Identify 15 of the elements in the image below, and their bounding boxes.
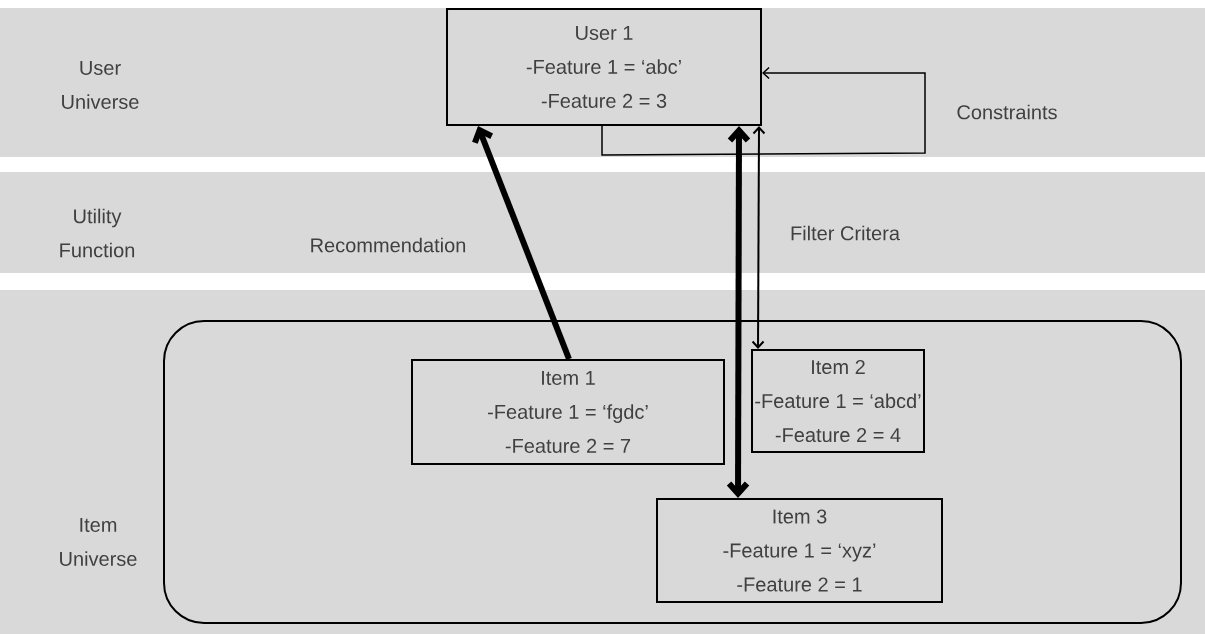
- feature-box: Item 1 -Feature 1 = ‘fgdc’ -Feature 2 = 7: [411, 359, 725, 465]
- arrow: [601, 66, 926, 156]
- arrow: [726, 126, 751, 498]
- band-label: Item Universe: [60, 518, 137, 566]
- feature-box: Item 3 -Feature 1 = ‘xyz’ -Feature 2 = 1: [656, 498, 943, 603]
- edge-label: Recommendation: [311, 237, 466, 253]
- band-label: Utility Function: [60, 208, 135, 258]
- edge-label: Constraints: [957, 104, 1057, 120]
- feature-box: Item 2 -Feature 1 = ‘abcd’ -Feature 2 = 4: [751, 349, 925, 453]
- group-frame: [163, 320, 1182, 624]
- arrow: [472, 126, 572, 361]
- edge-label: Filter Critera: [791, 225, 900, 241]
- feature-box: User 1 -Feature 1 = ‘abc’ -Feature 2 = 3: [446, 8, 762, 126]
- arrow: [751, 126, 766, 349]
- band-label: User Universe: [62, 61, 139, 109]
